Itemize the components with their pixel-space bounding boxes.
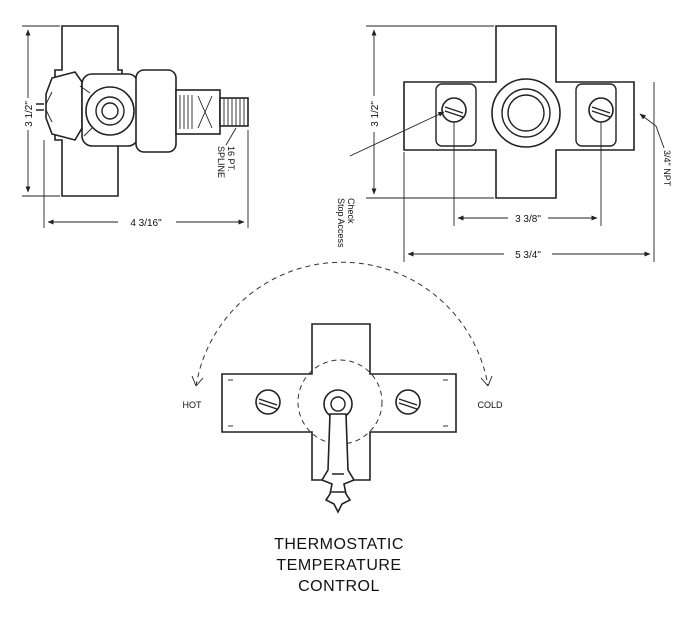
stop-spacing-dimension: 3 3/8" xyxy=(515,214,541,225)
cartridge-ring xyxy=(85,86,135,136)
title-line-2: TEMPERATURE xyxy=(276,557,401,574)
spline-stem xyxy=(219,97,249,127)
spline-label-line2: SPLINE xyxy=(216,146,226,178)
overall-width-dimension: 5 3/4" xyxy=(515,250,541,261)
side-height-dimension: 3 1/2" xyxy=(24,101,35,127)
check-stop-label-line2: Stop Access xyxy=(336,198,346,248)
front-view xyxy=(349,25,665,262)
hot-label: HOT xyxy=(183,400,203,410)
npt-label: 3/4" NPT xyxy=(662,150,672,187)
rotation-arc xyxy=(195,261,489,387)
title-line-3: CONTROL xyxy=(298,578,380,595)
handle-lever[interactable] xyxy=(320,413,356,514)
spline-label-line1: 16 PT. xyxy=(226,146,236,172)
side-view-flange xyxy=(45,71,83,141)
side-width-dimension: 4 3/16" xyxy=(130,218,162,229)
front-height-dimension: 3 1/2" xyxy=(370,101,381,127)
check-stop-label-line1: Check xyxy=(346,198,356,224)
side-view xyxy=(22,25,249,228)
title-line-1: THERMOSTATIC xyxy=(274,536,404,553)
cold-label: COLD xyxy=(477,400,503,410)
control-view xyxy=(191,261,493,514)
